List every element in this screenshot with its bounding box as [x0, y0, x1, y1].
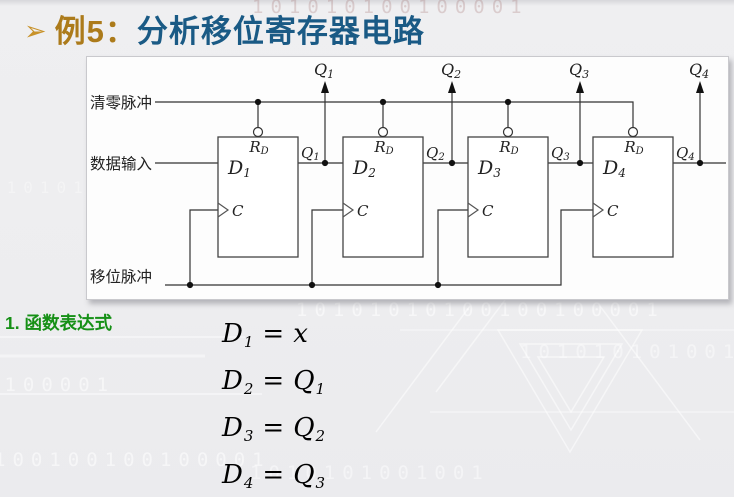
title-example-label: 例5：: [54, 14, 137, 49]
flipflop-name-label: D2: [352, 157, 376, 180]
wires: [155, 88, 726, 286]
reset-bubbles: [252, 126, 639, 138]
flipflop-d2-labels: RD D2 C Q2: [352, 138, 445, 220]
equation-rhs: Q1: [293, 366, 326, 398]
watermark-binary-text: 0100001: [0, 374, 116, 396]
function-expressions: D1 = x D2 = Q1 D3 = Q2 D4 = Q3: [222, 312, 325, 497]
flipflop-box-d1: [217, 136, 299, 258]
reset-bubble-icon: [627, 126, 639, 138]
reset-stub-wires: [257, 102, 509, 128]
equation-d3: D3 = Q2: [222, 406, 325, 453]
reset-bubble-icon: [502, 126, 514, 138]
arrowhead-icons: [321, 81, 704, 93]
equation-lhs: D2: [222, 366, 254, 398]
clock-riser-wires: [189, 209, 468, 285]
equation-rhs: Q2: [293, 413, 326, 445]
clear-pulse-wire: [155, 101, 634, 128]
equation-rhs: x: [293, 319, 308, 349]
flipflop-name-label: D1: [227, 157, 251, 180]
equals-sign: =: [262, 413, 285, 443]
flipflop-name-label: D3: [477, 157, 501, 180]
output-label-q4: Q4: [689, 60, 709, 81]
q-pin-label: Q1: [301, 144, 320, 163]
watermark-binary-text: 010101: [0, 178, 90, 197]
equation-d1: D1 = x: [222, 312, 325, 359]
clock-pin-label: C: [607, 202, 619, 220]
clock-wedge-icon: [467, 202, 480, 218]
equation-rhs: Q3: [293, 460, 326, 492]
equals-sign: =: [262, 460, 285, 490]
reset-bubble-icon: [377, 126, 389, 138]
equation-d4: D4 = Q3: [222, 453, 325, 497]
output-arrow-wires: [324, 88, 701, 163]
flipflop-d1-labels: RD D1 C Q1: [227, 138, 320, 220]
arrowhead-icon: [321, 81, 329, 93]
output-label-q2: Q2: [441, 60, 461, 81]
arrowhead-icon: [448, 81, 456, 93]
clock-pin-label: C: [232, 202, 244, 220]
flipflop-name-label: D4: [602, 157, 626, 180]
flipflop-box-d4: [592, 136, 674, 258]
reset-bubble-icon: [252, 126, 264, 138]
flipflop-d3-labels: RD D3 C Q3: [477, 138, 570, 220]
output-label-q3: Q3: [569, 60, 589, 81]
equation-lhs: D3: [222, 413, 254, 445]
shift-pulse-wire: [165, 209, 593, 286]
flipflop-boxes: [217, 136, 674, 258]
clock-pin-label: C: [357, 202, 369, 220]
clock-pin-label: C: [482, 202, 494, 220]
arrowhead-icon: [576, 81, 584, 93]
section-heading: 1. 函数表达式: [5, 313, 112, 333]
equals-sign: =: [262, 366, 285, 396]
watermark-binary-text: 10101010100100100001: [296, 299, 665, 321]
arrowhead-icon: [696, 81, 704, 93]
output-label-q1: Q1: [314, 60, 334, 81]
watermark-binary-text: 101010101001: [520, 341, 734, 363]
reset-pin-label: RD: [248, 138, 268, 157]
clear-pulse-label: 清零脉冲: [90, 94, 152, 112]
q-pin-label: Q4: [676, 144, 695, 163]
reset-pin-label: RD: [498, 138, 518, 157]
reset-pin-label: RD: [623, 138, 643, 157]
equals-sign: =: [262, 319, 285, 349]
clock-wedge-icons: [217, 202, 605, 218]
output-labels: Q1 Q2 Q3 Q4: [314, 60, 709, 81]
shift-register-schematic: 清零脉冲 数据输入 移位脉冲 Q1 Q2 Q3 Q4 RD D1 C Q1 RD…: [90, 60, 726, 289]
circuit-diagram-panel: 清零脉冲 数据输入 移位脉冲 Q1 Q2 Q3 Q4 RD D1 C Q1 RD…: [86, 56, 729, 300]
equation-lhs: D1: [222, 319, 254, 351]
reset-pin-label: RD: [373, 138, 393, 157]
shift-pulse-label: 移位脉冲: [90, 268, 152, 286]
clock-wedge-icon: [342, 202, 355, 218]
flipflop-d4-labels: RD D4 C Q4: [602, 138, 695, 220]
clock-wedge-icon: [592, 202, 605, 218]
equation-d2: D2 = Q1: [222, 359, 325, 406]
flipflop-box-d2: [342, 136, 424, 258]
arrow-bullet-icon: ➢: [24, 16, 48, 46]
q-pin-label: Q2: [426, 144, 445, 163]
slide-title: ➢例5：分析移位寄存器电路: [24, 6, 425, 51]
junction-dots: [186, 98, 704, 289]
data-input-label: 数据输入: [90, 155, 152, 173]
clock-wedge-icon: [217, 202, 230, 218]
equation-lhs: D4: [222, 460, 254, 492]
q-pin-label: Q3: [551, 144, 570, 163]
title-heading-text: 分析移位寄存器电路: [136, 14, 425, 49]
